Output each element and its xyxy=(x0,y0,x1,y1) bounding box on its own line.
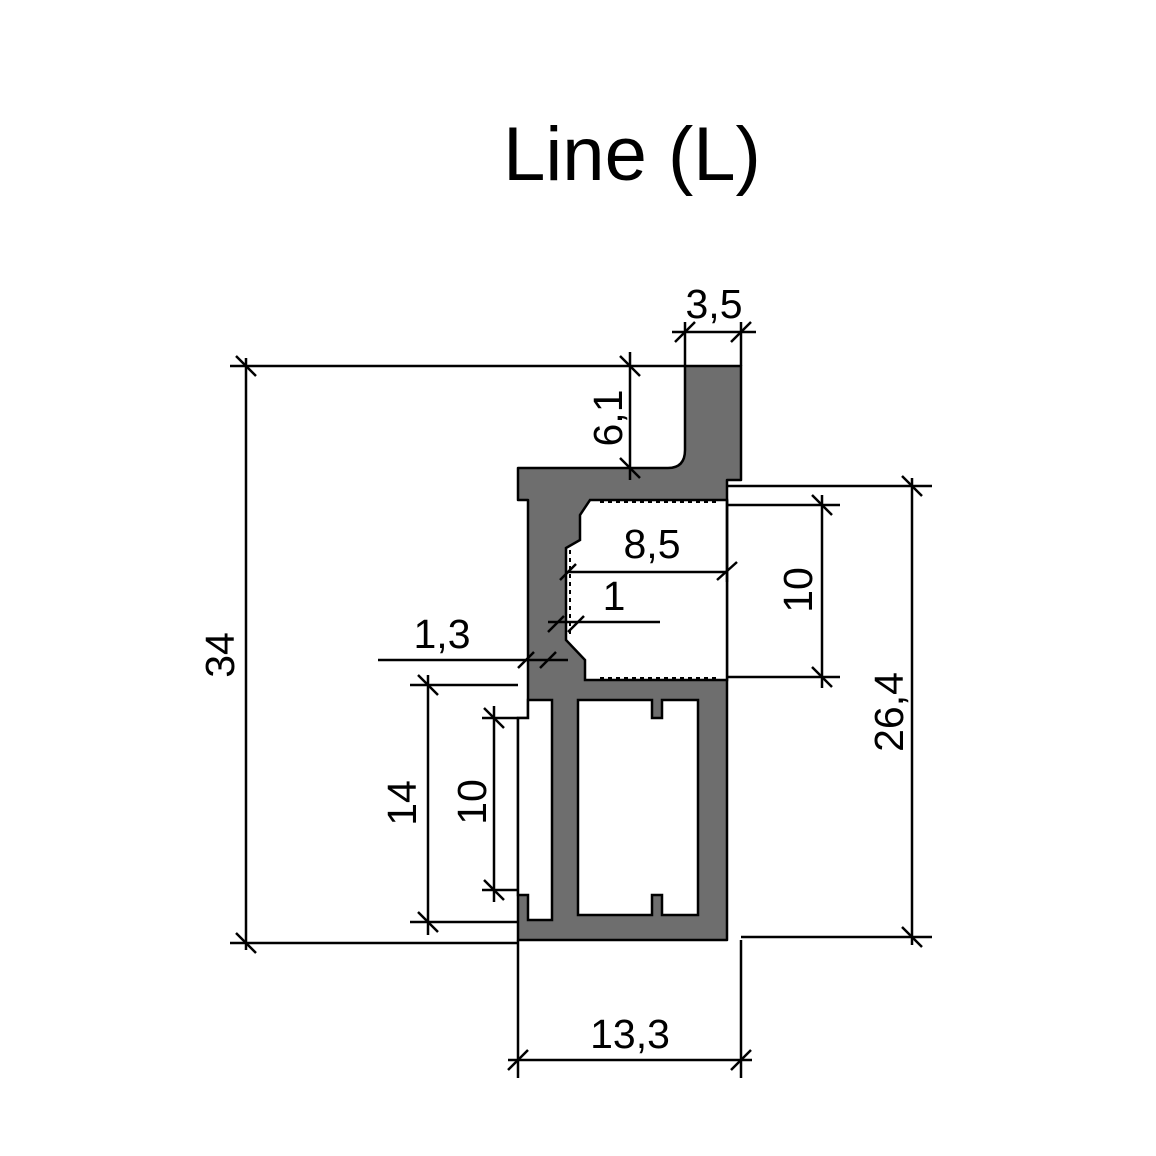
dim-slot-depth: 8,5 xyxy=(624,521,681,567)
dim-height-total: 34 xyxy=(197,632,243,678)
dim-width-top-lip: 3,5 xyxy=(686,281,743,327)
drawing-title: Line (L) xyxy=(503,112,761,197)
dim-slot-step: 1 xyxy=(603,573,626,619)
dim-wall-thickness: 1,3 xyxy=(414,611,471,657)
dim-slot-height: 10 xyxy=(775,567,821,613)
left-channel xyxy=(516,698,554,922)
dim-width-base: 13,3 xyxy=(590,1011,670,1057)
dim-lower-gap: 10 xyxy=(449,779,495,825)
dim-height-right: 26,4 xyxy=(866,672,912,752)
dim-lip-height: 6,1 xyxy=(585,390,631,447)
lower-chamber xyxy=(576,698,700,917)
dim-lower-height: 14 xyxy=(379,780,425,826)
screw-slot-cutout xyxy=(564,498,729,682)
